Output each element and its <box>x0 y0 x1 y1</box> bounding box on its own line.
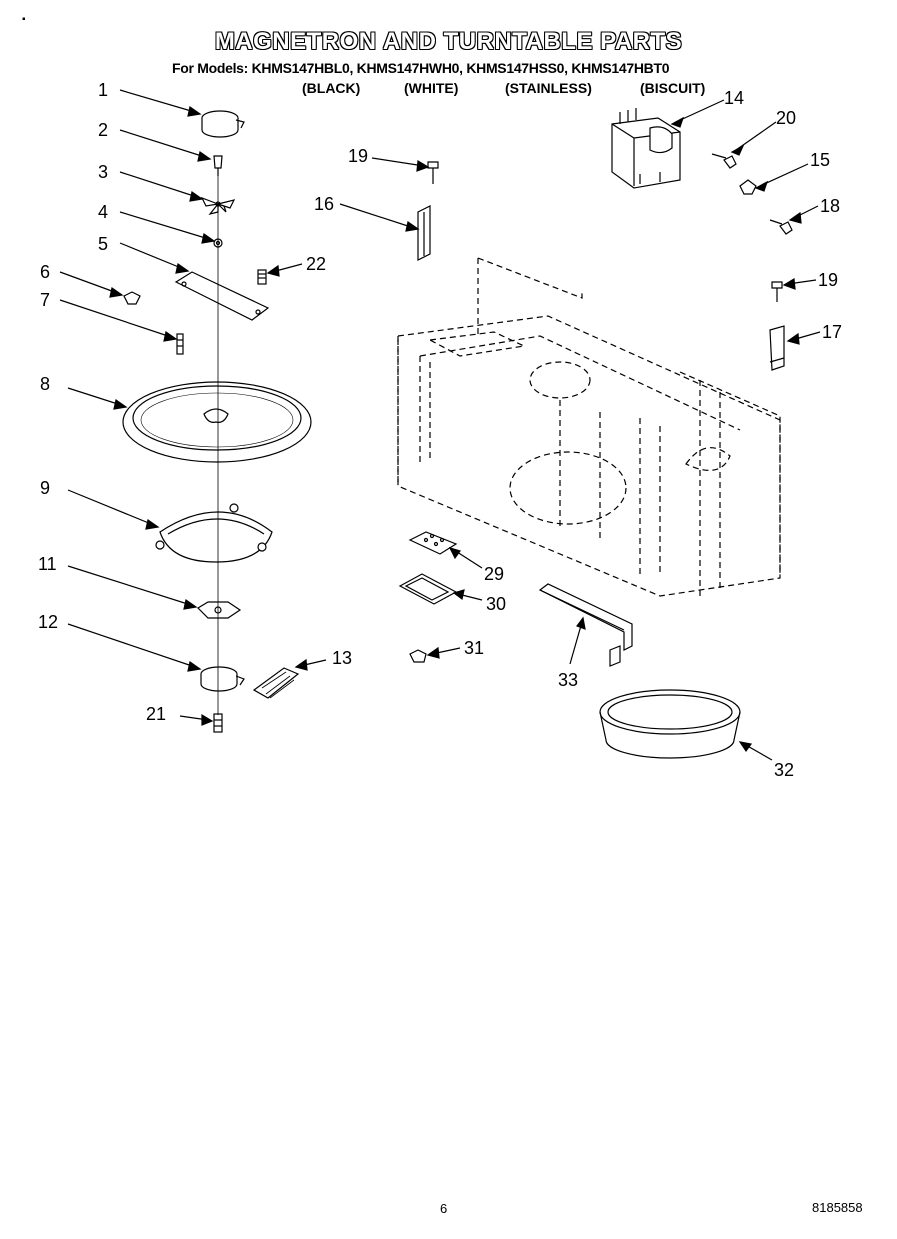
part-coupler <box>213 155 223 176</box>
color-label-black: (BLACK) <box>302 80 361 96</box>
callout-16: 16 <box>314 194 334 214</box>
callout-7: 7 <box>40 290 50 310</box>
part-coupling-11 <box>197 601 242 619</box>
part-clip-31 <box>409 649 427 663</box>
document-number: 8185858 <box>812 1200 863 1215</box>
part-clip-6 <box>123 291 141 305</box>
callout-22: 22 <box>306 254 326 274</box>
part-bracket-16 <box>417 205 431 261</box>
callout-31: 31 <box>464 638 484 658</box>
page-number: 6 <box>440 1201 448 1216</box>
page-title: MAGNETRON AND TURNTABLE PARTS <box>214 28 683 55</box>
part-cover-plate <box>174 271 270 321</box>
part-clip-15 <box>739 179 757 195</box>
callout-18: 18 <box>820 196 840 216</box>
callout-19-right: 19 <box>818 270 838 290</box>
callout-14: 14 <box>724 88 744 108</box>
callout-6: 6 <box>40 262 50 282</box>
part-bracket-33 <box>538 583 633 667</box>
part-screw-19-top <box>427 161 439 184</box>
models-line: For Models: KHMS147HBL0, KHMS147HWH0, KH… <box>172 60 670 76</box>
callout-3: 3 <box>98 162 108 182</box>
part-roller-ring <box>155 503 273 563</box>
callout-labels: 1 2 3 4 5 6 7 8 9 11 12 13 21 22 14 20 1… <box>38 80 842 780</box>
part-glass-tray <box>122 381 312 463</box>
part-screw-18 <box>769 219 793 235</box>
part-stirrer-motor <box>201 110 245 138</box>
part-magnetron-14 <box>611 108 681 189</box>
part-turntable-motor <box>200 666 245 692</box>
leader-lines <box>59 89 821 761</box>
part-screw-22 <box>257 269 267 285</box>
callout-5: 5 <box>98 234 108 254</box>
color-label-stainless: (STAINLESS) <box>505 80 592 96</box>
part-screw-20 <box>711 153 737 169</box>
callout-21: 21 <box>146 704 166 724</box>
callout-8: 8 <box>40 374 50 394</box>
callout-11: 11 <box>38 554 57 574</box>
part-cabinet <box>397 257 781 600</box>
color-label-white: (WHITE) <box>404 80 459 96</box>
callout-1: 1 <box>98 80 108 100</box>
callout-4: 4 <box>98 202 108 222</box>
part-bracket-17 <box>769 325 785 371</box>
part-gasket-30 <box>398 573 458 605</box>
callout-15: 15 <box>810 150 830 170</box>
callout-19-top: 19 <box>348 146 368 166</box>
callout-2: 2 <box>98 120 108 140</box>
callout-17: 17 <box>822 322 842 342</box>
part-screw-19-right <box>771 281 783 302</box>
part-turntable-tray-32 <box>599 689 741 759</box>
callout-30: 30 <box>486 594 506 614</box>
color-label-biscuit: (BISCUIT) <box>640 80 706 96</box>
part-screw-7 <box>176 333 184 355</box>
callout-20: 20 <box>776 108 796 128</box>
callout-13: 13 <box>332 648 352 668</box>
callout-9: 9 <box>40 478 50 498</box>
callout-12: 12 <box>38 612 58 632</box>
part-harness-13 <box>252 667 300 699</box>
callout-33: 33 <box>558 670 578 690</box>
callout-29: 29 <box>484 564 504 584</box>
part-grille-29 <box>408 531 458 555</box>
part-screw-21 <box>213 713 223 733</box>
corner-mark: ▪ <box>22 14 26 25</box>
callout-32: 32 <box>774 760 794 780</box>
